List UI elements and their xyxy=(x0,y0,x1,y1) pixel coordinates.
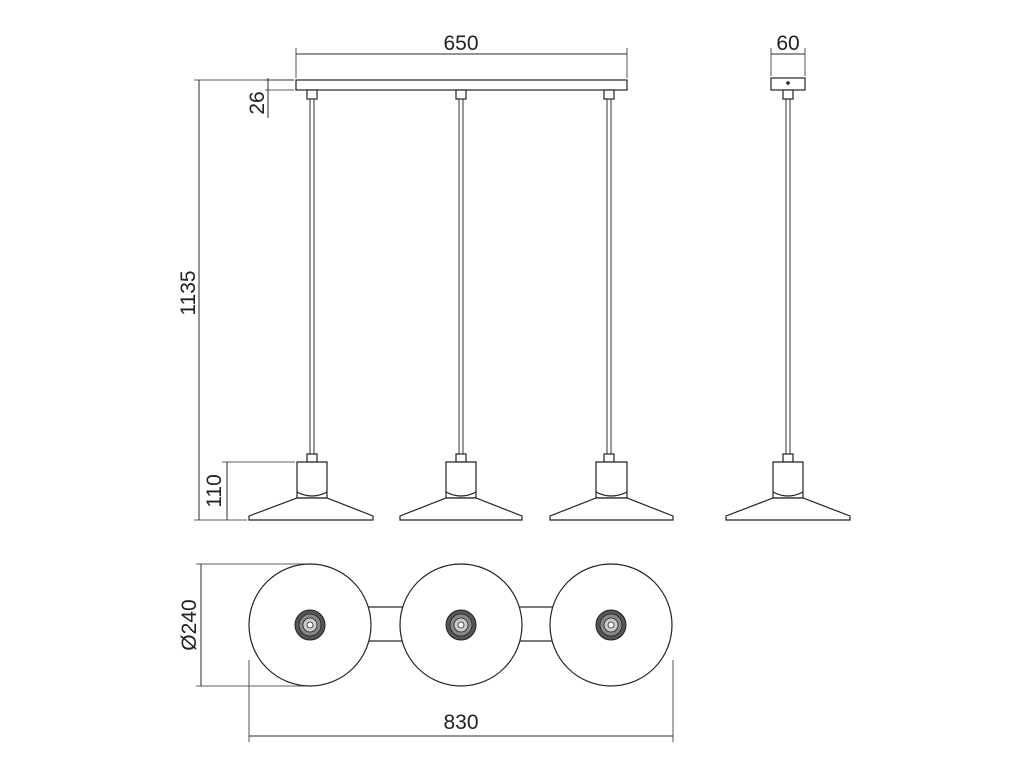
pendant-1 xyxy=(248,89,374,521)
dimension-total-height: 1135 xyxy=(177,79,294,521)
shade-diameter-label: Ø240 xyxy=(178,599,201,650)
canopy-bar xyxy=(295,79,628,91)
canopy-depth-label: 60 xyxy=(776,32,799,55)
canopy-length-label: 650 xyxy=(443,32,478,55)
dimension-shade-diameter: Ø240 xyxy=(178,563,306,687)
side-view: 60 xyxy=(725,32,851,521)
dimension-shade-height: 110 xyxy=(203,461,295,520)
pendant-2 xyxy=(399,89,523,521)
total-height-label: 1135 xyxy=(177,270,200,315)
disc-1 xyxy=(248,563,372,687)
canopy-height-label: 26 xyxy=(246,91,269,114)
dimension-canopy-depth: 60 xyxy=(770,32,806,76)
top-view: Ø240 830 xyxy=(178,563,674,742)
dimension-total-length: 830 xyxy=(248,660,674,742)
shade-height-label: 110 xyxy=(203,474,226,507)
dimension-canopy-height: 26 xyxy=(246,78,294,118)
dimension-canopy-length: 650 xyxy=(295,32,628,78)
disc-2 xyxy=(399,563,523,687)
total-length-label: 830 xyxy=(443,711,478,734)
pendant-3 xyxy=(549,89,674,521)
disc-3 xyxy=(549,563,673,687)
front-view: 650 26 1135 110 xyxy=(177,32,674,521)
